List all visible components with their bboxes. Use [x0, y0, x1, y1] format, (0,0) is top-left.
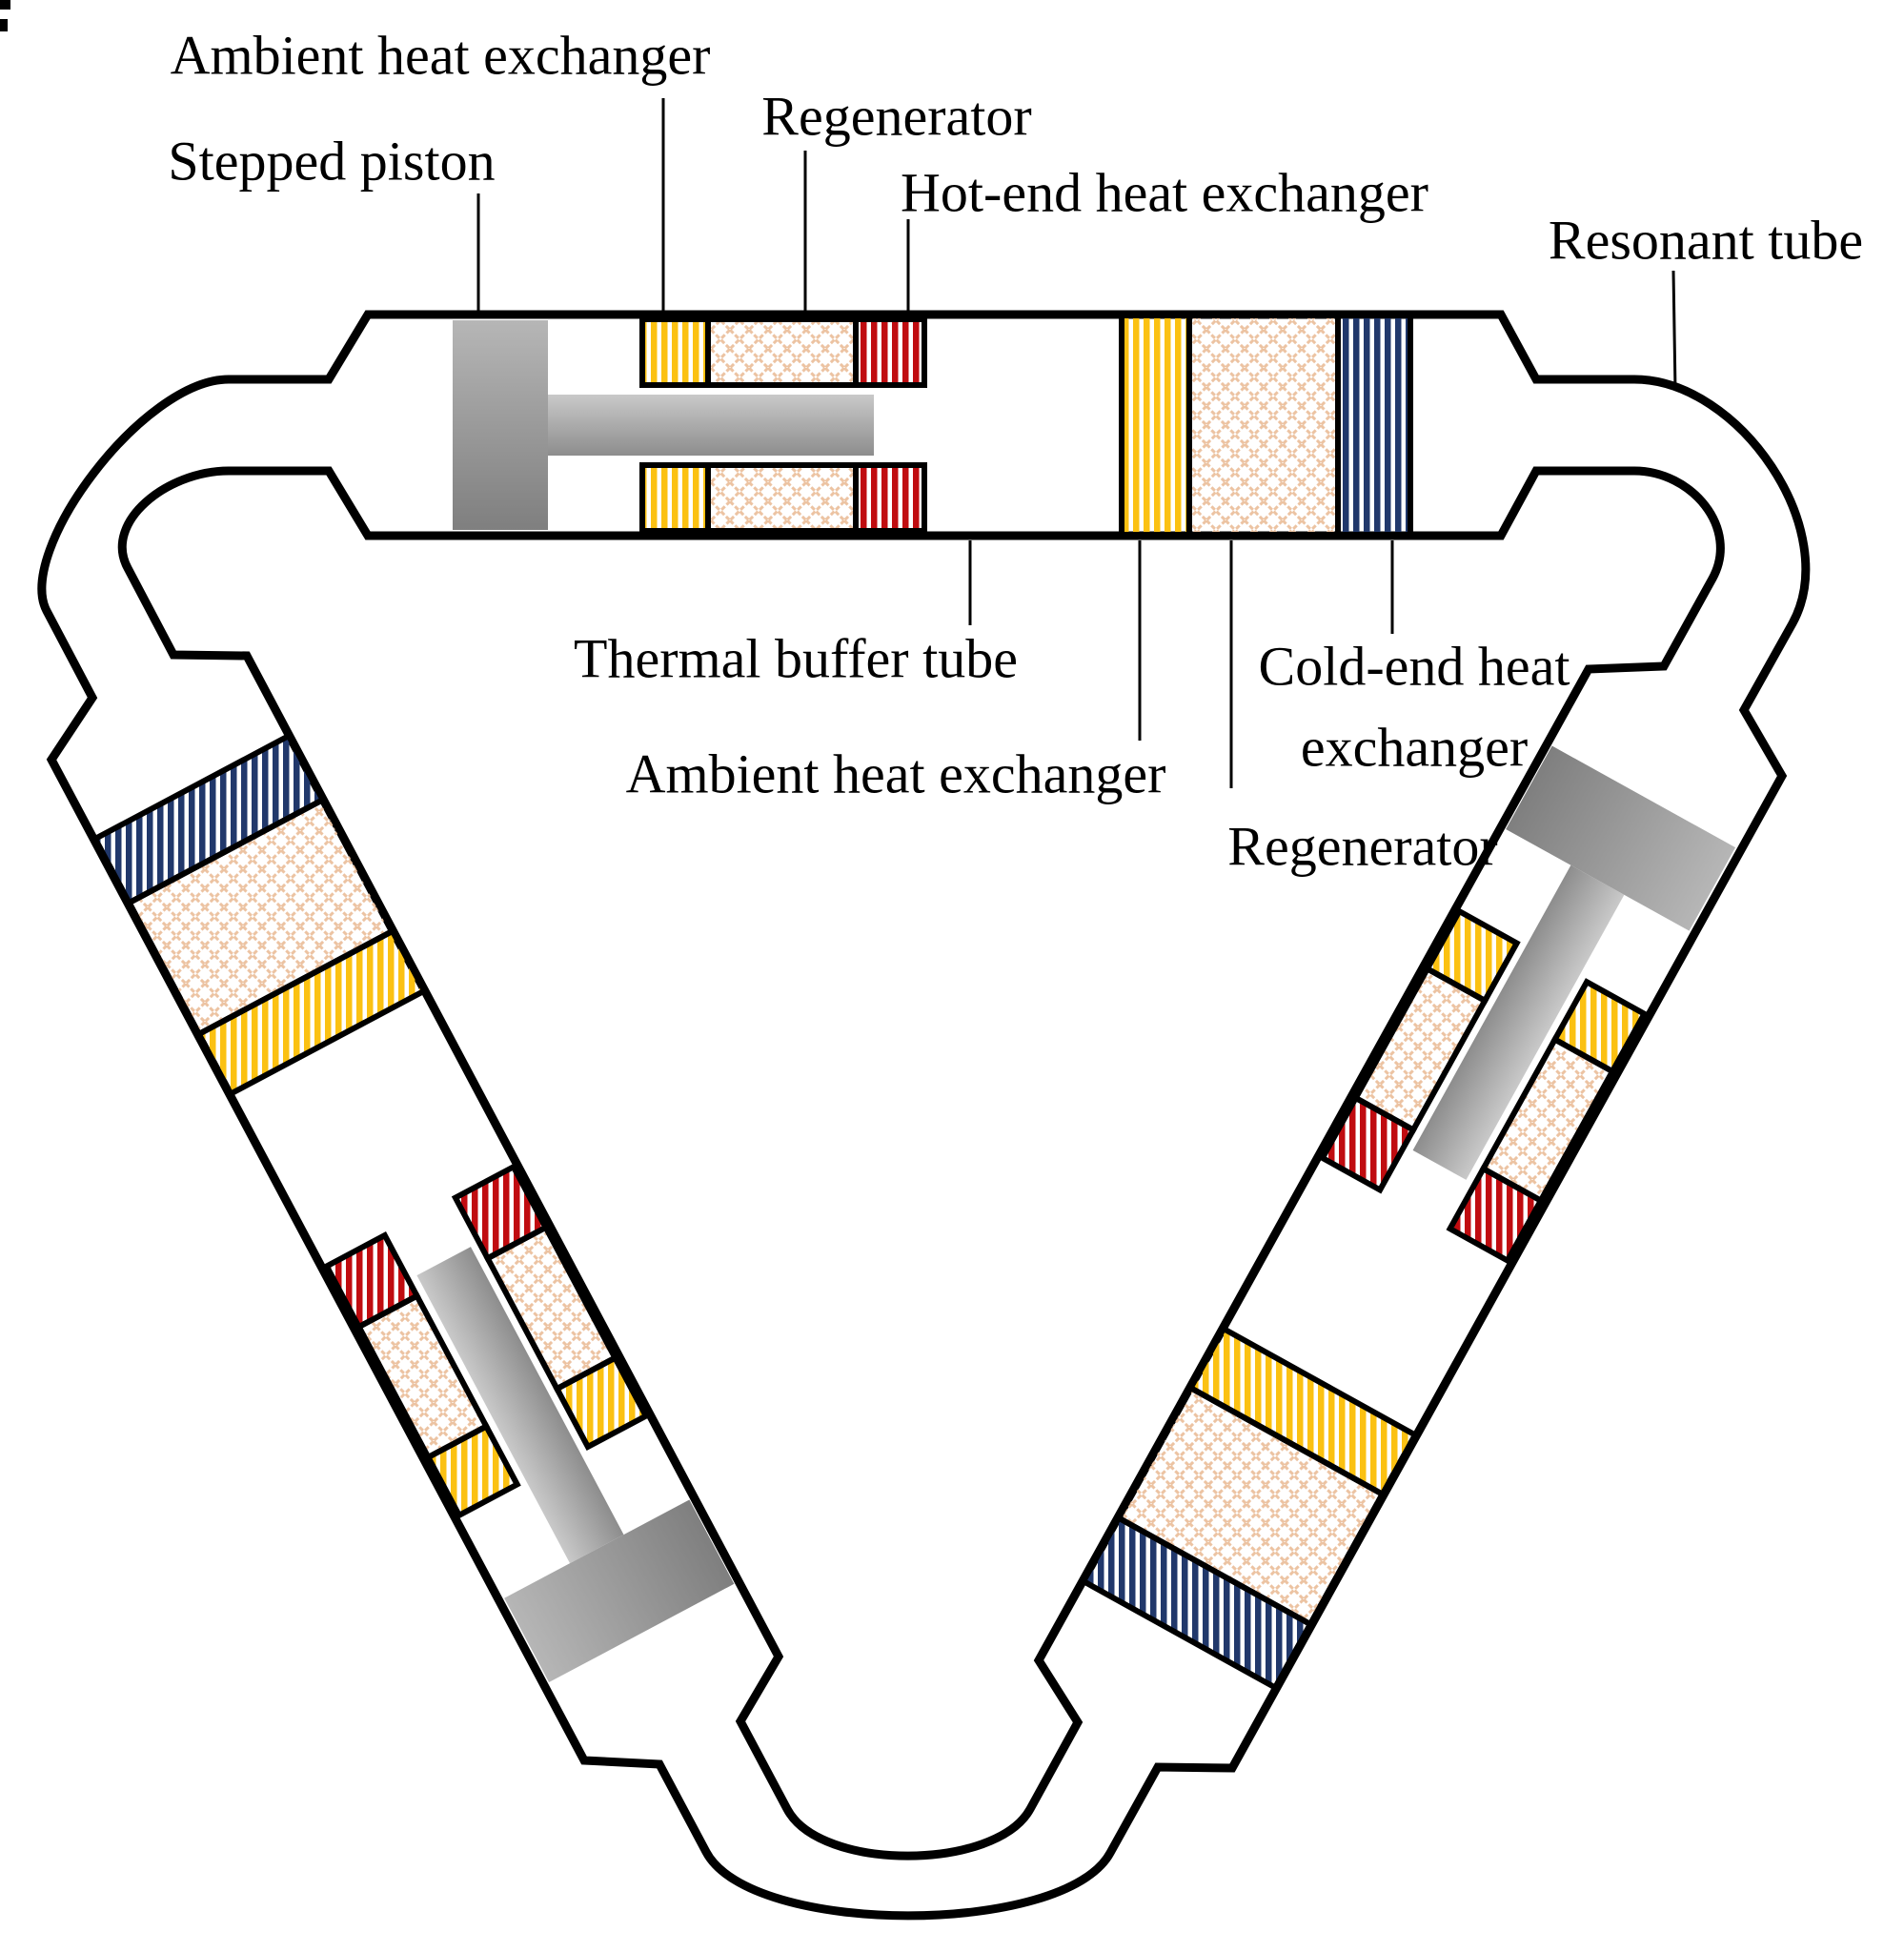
label-cold-end-hx-line2: exchanger [1301, 716, 1528, 778]
stepped-piston-head [1506, 745, 1736, 931]
hot-end-hx-block-inner [853, 462, 927, 534]
hot-end-hx-block-outer [853, 316, 927, 388]
cold-end-hx-block-full [1079, 1514, 1315, 1692]
regenerator-block-full [1186, 313, 1341, 538]
stepped-piston-head [453, 320, 548, 530]
ambient-hx-block-full [1119, 313, 1192, 538]
hot-end-hx-block-outer [322, 1231, 421, 1332]
stepped-piston-head [504, 1499, 735, 1683]
label-regenerator-bottom: Regenerator [1227, 815, 1497, 877]
engine-unit-left [91, 732, 735, 1683]
hot-end-hx-block-outer [1446, 1165, 1545, 1265]
hot-end-hx-block-inner [1318, 1093, 1418, 1194]
hot-end-hx-block-inner [451, 1163, 550, 1263]
label-ambient-hx-bottom: Ambient heat exchanger [626, 742, 1166, 804]
piston-rod [548, 395, 874, 456]
regenerator-block-inner [705, 462, 859, 534]
label-cold-end-hx-line1: Cold-end heat [1259, 635, 1570, 697]
ambient-hx-block-outer [639, 316, 711, 388]
edge-artifact-chip [0, 0, 10, 10]
label-resonant-tube: Resonant tube [1549, 209, 1863, 271]
ambient-hx-block-inner [639, 462, 711, 534]
label-thermal-buffer-tube: Thermal buffer tube [574, 627, 1018, 689]
piston-rod [416, 1247, 624, 1564]
engine-unit-right [1079, 745, 1736, 1692]
cold-end-hx-block-full [91, 732, 327, 907]
label-stepped-piston: Stepped piston [168, 130, 495, 192]
regenerator-block-outer [705, 316, 859, 388]
edge-artifact-chip [0, 19, 8, 31]
cold-end-hx-block-full [1335, 313, 1413, 538]
label-ambient-hx-top: Ambient heat exchanger [171, 24, 711, 86]
label-hot-end-hx: Hot-end heat exchanger [901, 161, 1428, 223]
callout-resonant-tube-line [1671, 270, 1677, 392]
engine-unit-top [453, 313, 1413, 538]
piston-rod [1412, 864, 1625, 1180]
label-regenerator-top: Regenerator [761, 85, 1031, 147]
